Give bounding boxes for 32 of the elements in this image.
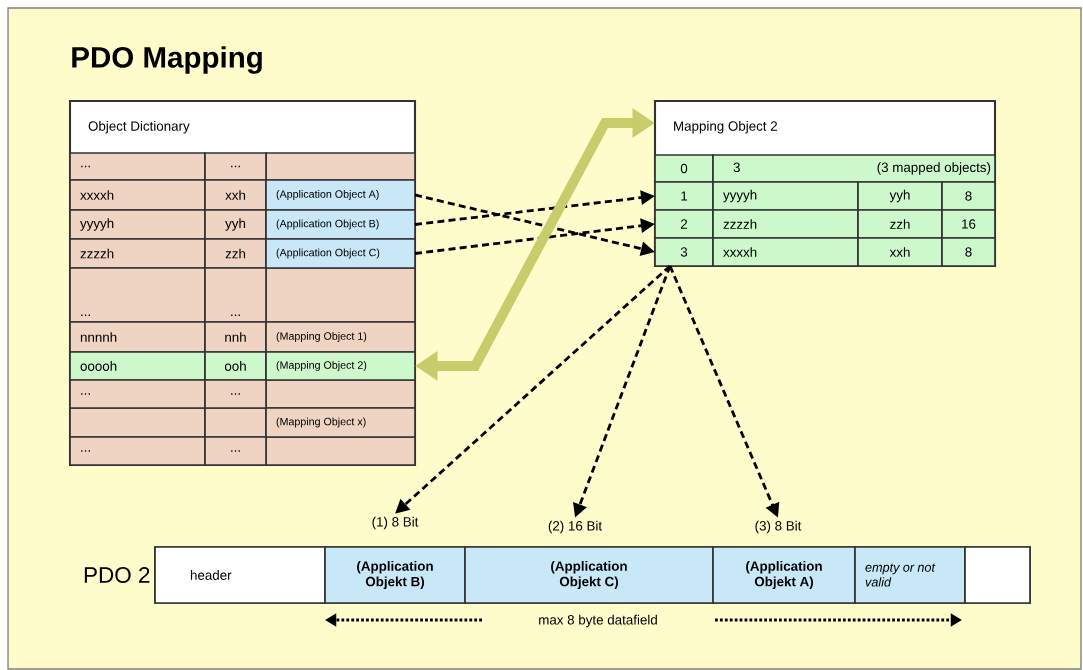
bit-label: (1) 8 Bit <box>372 516 419 530</box>
table-cell: (Application Object A) <box>265 179 416 211</box>
table-cell: 3 <box>654 237 714 267</box>
table-cell: zzh <box>857 209 943 239</box>
table-cell: 16 <box>941 209 996 239</box>
table-cell: (Application Objekt B) <box>324 546 466 604</box>
table-cell: 8 <box>941 237 996 267</box>
table-cell: 2 <box>654 209 714 239</box>
table-cell: (Application Objekt C) <box>464 546 714 604</box>
title: PDO Mapping <box>72 46 262 74</box>
table-cell: nnh <box>204 321 267 353</box>
table-cell: ... <box>204 379 267 409</box>
table-cell: ooh <box>204 351 267 381</box>
table-cell: zzh <box>204 238 267 269</box>
table-cell: empty or not valid <box>854 546 966 604</box>
table-cell: yyh <box>204 209 267 240</box>
table-cell: 1 <box>654 181 714 211</box>
bit-label: (2) 16 Bit <box>548 520 602 534</box>
table-cell: xxh <box>857 237 943 267</box>
table-cell: xxh <box>204 179 267 211</box>
table-cell: (Application Object C) <box>265 238 416 269</box>
table-cell: (Application Object B) <box>265 209 416 240</box>
table-cell: 0 <box>654 154 714 183</box>
node-label: PDO 2 <box>84 567 150 583</box>
table-cell: 8 <box>941 181 996 211</box>
table-cell: (Application Objekt A) <box>712 546 856 604</box>
table-cell: yyh <box>857 181 943 211</box>
table-cell: ... <box>204 267 267 323</box>
table-cell: ... <box>204 152 267 181</box>
table-cell: ... <box>204 436 267 466</box>
bit-label: (3) 8 Bit <box>755 520 802 534</box>
table-cell: header <box>154 546 326 604</box>
